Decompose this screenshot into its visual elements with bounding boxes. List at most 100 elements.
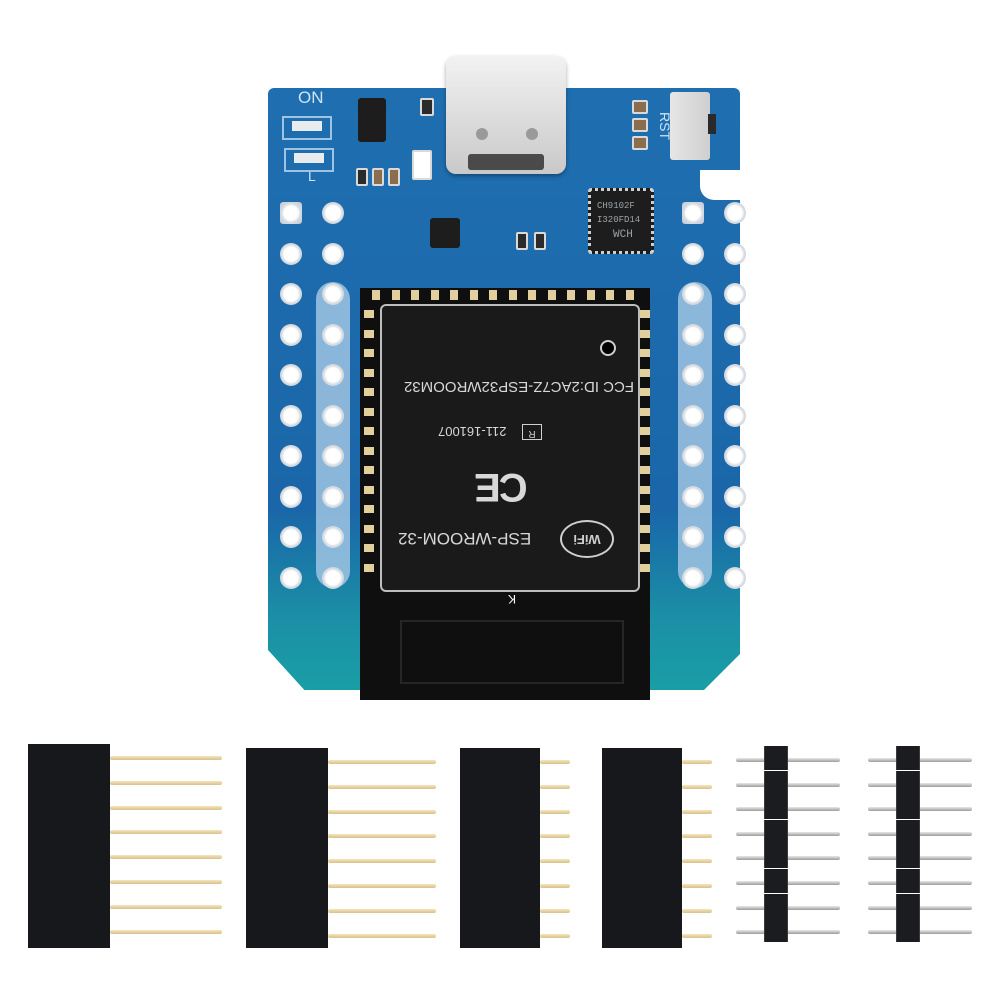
header-pin <box>868 782 972 787</box>
pcb-notch <box>700 170 744 200</box>
castellated-pad <box>489 290 497 300</box>
reset-button[interactable] <box>670 92 716 160</box>
header-pad <box>280 364 302 386</box>
castellated-pad <box>364 427 374 435</box>
header-pin <box>540 884 570 888</box>
male-header-segment <box>764 819 788 844</box>
header-pin <box>682 834 712 839</box>
header-pin <box>328 760 436 764</box>
male-header-segment <box>764 869 788 893</box>
header-pad <box>682 404 704 427</box>
header-pin <box>540 834 570 839</box>
pcb-antenna-trace <box>400 620 624 684</box>
header-pad <box>724 445 746 467</box>
header-pad <box>322 364 344 386</box>
header-pad <box>280 404 302 427</box>
header-pad <box>682 323 704 346</box>
castellated-pad <box>364 388 374 396</box>
header-pad <box>280 323 302 346</box>
header-pin <box>682 859 712 864</box>
castellated-pad <box>586 290 595 300</box>
castellated-pad <box>640 407 650 416</box>
chip-logo: WCH <box>613 229 633 241</box>
header-pad <box>280 526 302 548</box>
smd-capacitor <box>388 168 400 186</box>
header-pin <box>682 884 712 888</box>
castellated-pad <box>640 388 650 396</box>
header-pin <box>540 809 570 814</box>
castellated-pad <box>364 544 374 552</box>
header-pin <box>736 930 840 935</box>
header-pin <box>328 884 436 888</box>
header-pin <box>868 856 972 861</box>
header-pad <box>280 202 302 224</box>
usb-c-connector[interactable] <box>446 56 566 174</box>
user-led-label: L <box>308 168 316 184</box>
header-pad <box>280 485 302 508</box>
header-pin <box>540 859 570 864</box>
castellated-pad <box>364 446 374 455</box>
castellated-pad <box>508 290 517 300</box>
header-pin <box>110 880 222 884</box>
male-header-segment <box>896 869 920 893</box>
header-pin <box>682 809 712 814</box>
header-pin <box>736 856 840 861</box>
header-pad <box>322 242 344 265</box>
small-ic-chip <box>430 218 460 248</box>
header-pin <box>328 784 436 789</box>
antenna-mark: K <box>508 592 517 606</box>
header-pad <box>322 202 344 224</box>
castellated-pad <box>450 290 458 300</box>
female-header-body <box>28 744 110 948</box>
header-pin <box>868 758 972 762</box>
castellated-pad <box>364 329 374 338</box>
header-pin <box>110 756 222 760</box>
voltage-regulator-chip <box>358 98 386 142</box>
smd-capacitor <box>632 136 648 150</box>
castellated-pad <box>640 544 650 552</box>
female-header-body <box>602 748 682 948</box>
smd-capacitor <box>372 168 384 186</box>
male-header-segment <box>896 770 920 795</box>
header-pad <box>280 566 302 589</box>
header-pad <box>322 485 344 508</box>
pin1-marker <box>600 340 616 356</box>
header-pad <box>724 566 746 589</box>
header-pin <box>110 929 222 934</box>
header-pad <box>682 485 704 508</box>
castellated-pad <box>364 407 374 416</box>
header-pad <box>724 526 746 548</box>
castellated-pad <box>640 446 650 455</box>
male-header-segment <box>896 918 920 943</box>
male-header-segment <box>764 770 788 795</box>
castellated-pad <box>640 485 650 494</box>
castellated-pad <box>625 290 634 300</box>
castellated-pad <box>640 563 650 572</box>
header-pin <box>328 834 436 839</box>
castellated-pad <box>364 310 374 318</box>
header-pin <box>682 784 712 789</box>
header-pin <box>868 930 972 935</box>
male-header-segment <box>896 844 920 869</box>
male-header-segment <box>764 795 788 820</box>
header-pin <box>736 807 840 812</box>
header-pin <box>110 780 222 785</box>
header-pin <box>328 933 436 938</box>
castellated-pad <box>640 310 650 318</box>
header-pad <box>724 404 746 427</box>
header-pin <box>110 855 222 860</box>
castellated-pad <box>391 290 400 300</box>
header-pad <box>322 404 344 427</box>
castellated-pad <box>640 524 650 533</box>
header-pad <box>682 242 704 265</box>
usb-shell-hole <box>526 128 538 140</box>
reset-button-actuator[interactable] <box>708 114 716 134</box>
led-lens <box>292 121 322 131</box>
header-pin <box>328 859 436 864</box>
header-pad <box>682 364 704 386</box>
header-pin <box>736 758 840 762</box>
header-pad <box>682 283 704 305</box>
header-pin <box>328 908 436 913</box>
header-pin <box>540 784 570 789</box>
castellated-pad <box>640 349 650 357</box>
